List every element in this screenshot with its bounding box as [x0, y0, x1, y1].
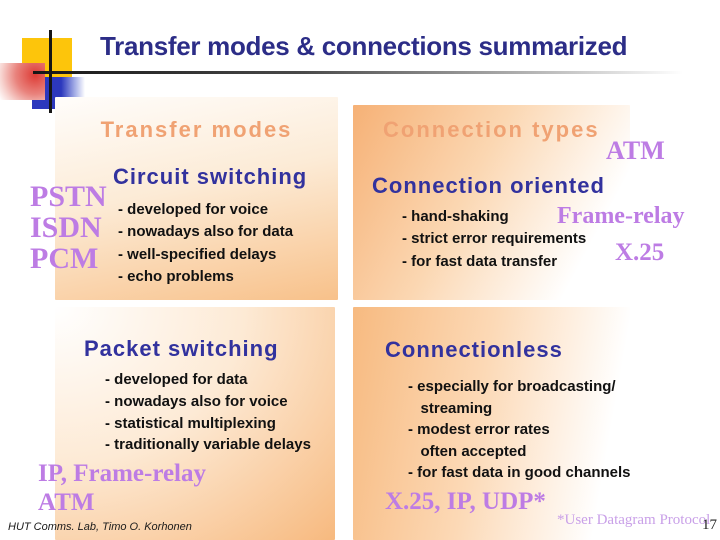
packet-switching-panel	[55, 307, 335, 540]
column-header-connection-types: Connection types	[383, 117, 600, 142]
column-header-transfer-modes: Transfer modes	[100, 117, 293, 142]
page-number: 17	[702, 517, 717, 533]
label-frame-relay: Frame-relay	[557, 203, 685, 229]
decor-red-square	[0, 63, 45, 100]
decor-vertical-rule	[49, 30, 52, 113]
decor-horizontal-rule	[33, 71, 710, 74]
connectionless-bullets: - especially for broadcasting/ streaming…	[408, 378, 631, 482]
packet-switching-bullets: - developed for data - nowadays also for…	[105, 371, 311, 454]
connectionless-title: Connectionless	[385, 337, 563, 362]
transfer-modes-panel	[55, 97, 338, 300]
packet-side-label-ip-frame-relay-atm: IP, Frame-relay ATM	[38, 460, 207, 516]
connection-types-panel	[353, 105, 630, 300]
label-x25: X.25	[615, 239, 665, 266]
circuit-switching-title: Circuit switching	[113, 164, 308, 189]
udp-footnote: *User Datagram Protocol	[557, 512, 711, 528]
footer-credit: HUT Comms. Lab, Timo O. Korhonen	[8, 521, 192, 533]
slide-title: Transfer modes & connections summarized	[100, 31, 628, 61]
connectionless-side-label-x25-ip-udp: X.25, IP, UDP*	[385, 488, 546, 515]
circuit-side-label-pstn-isdn-pcm: PSTN ISDN PCM	[30, 180, 107, 275]
label-atm: ATM	[606, 136, 665, 165]
connection-oriented-title: Connection oriented	[372, 173, 605, 198]
packet-switching-title: Packet switching	[84, 336, 279, 361]
connection-oriented-bullets: - hand-shaking - strict error requiremen…	[402, 208, 587, 270]
connectionless-panel	[353, 307, 630, 540]
circuit-switching-bullets: - developed for voice - nowadays also fo…	[118, 201, 294, 286]
